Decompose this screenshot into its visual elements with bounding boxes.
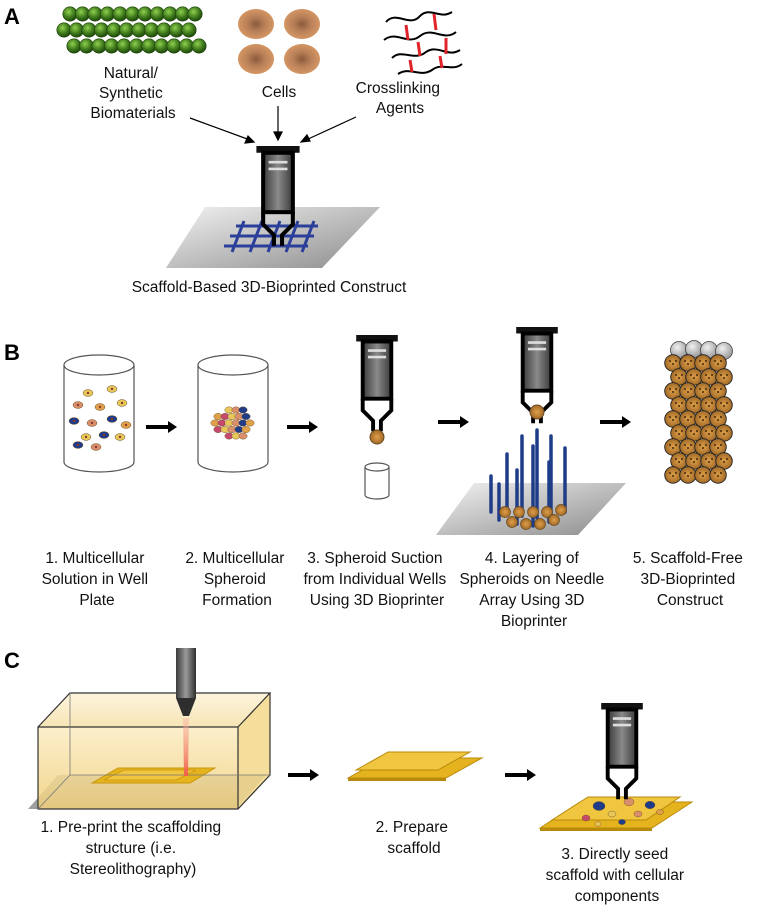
b-step-5-label: 5. Scaffold-Free 3D-Bioprinted Construct — [633, 550, 747, 609]
step-arrows — [146, 416, 631, 433]
panel-a-letter: A — [4, 4, 20, 29]
prepared-scaffold-icon — [346, 751, 484, 781]
crosslinkers-label: Crosslinking Agents — [356, 80, 445, 117]
syringe-icon — [599, 701, 645, 802]
cells-icon — [238, 9, 320, 74]
panel-a: A Natural/ Synthetic Bio — [4, 4, 463, 296]
stereolithography-tank — [28, 692, 272, 810]
panel-b-letter: B — [4, 340, 20, 365]
c-step-3-label: 3. Directly seed scaffold with cellular … — [546, 846, 689, 905]
b-step-3-label: 3. Spheroid Suction from Individual Well… — [303, 550, 450, 609]
biomaterials-label: Natural/ Synthetic Biomaterials — [90, 65, 176, 122]
panel-c: C — [4, 648, 694, 905]
b-step-2-label: 2. Multicellular Spheroid Formation — [185, 550, 288, 609]
seeded-scaffold-icon — [538, 796, 694, 831]
panel-b: B — [4, 325, 747, 630]
petri-well-icon — [63, 354, 135, 473]
petri-well-icon — [197, 354, 269, 473]
c-step-2-label: 2. Prepare scaffold — [376, 819, 453, 857]
laser-nozzle-icon — [176, 648, 196, 716]
b-step-4-label: 4. Layering of Spheroids on Needle Array… — [459, 550, 608, 630]
syringe-icon — [354, 333, 400, 445]
c-step-arrows — [288, 769, 536, 781]
panel-c-letter: C — [4, 648, 20, 673]
spheroid-row — [499, 504, 567, 530]
crosslinking-network-icon — [383, 11, 463, 75]
b-step-1-label: 1. Multicellular Solution in Well Plate — [42, 550, 153, 609]
printed-mesh — [224, 220, 318, 253]
small-well-icon — [364, 462, 390, 500]
scaffold-based-caption: Scaffold-Based 3D-Bioprinted Construct — [132, 279, 407, 296]
spheroid-construct-icon — [664, 340, 733, 484]
cells-label: Cells — [262, 84, 297, 101]
biomaterial-spheres-icon — [56, 6, 207, 54]
laser-beam — [183, 718, 189, 776]
syringe-icon — [514, 325, 560, 426]
input-arrows — [189, 106, 357, 144]
c-step-1-label: 1. Pre-print the scaffolding structure (… — [41, 819, 226, 878]
